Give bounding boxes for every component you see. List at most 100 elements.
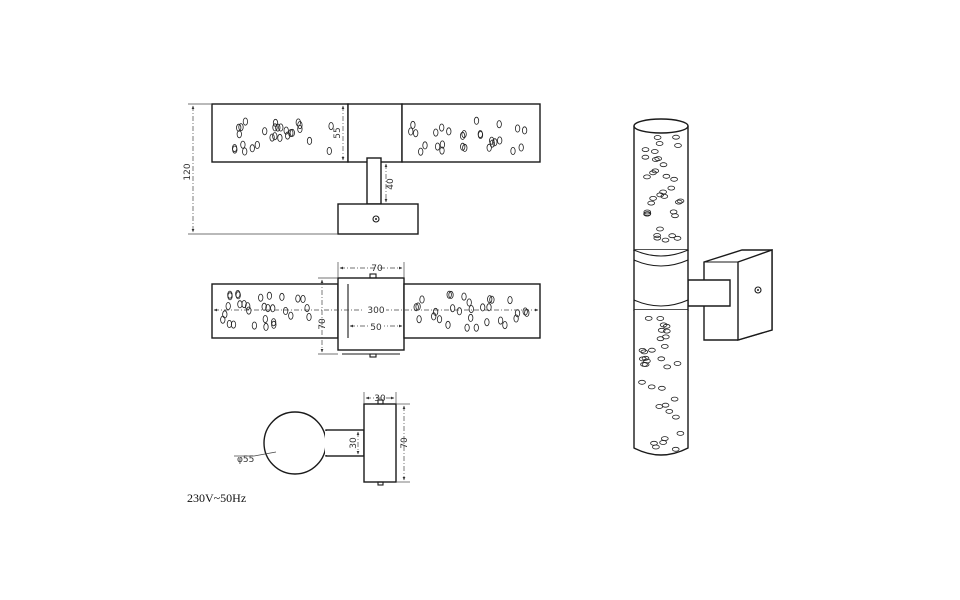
perforation-hole	[277, 133, 283, 142]
perforation-hole	[667, 185, 676, 191]
perforation-hole	[656, 226, 664, 232]
side-view: 30 30 70 φ55	[234, 392, 410, 486]
perspective-perforation-pattern	[638, 134, 685, 452]
perforation-hole	[502, 321, 508, 330]
perforation-hole	[326, 146, 332, 155]
perforation-hole	[651, 157, 660, 162]
perforation-hole	[271, 320, 277, 329]
perspective-arm	[687, 279, 731, 307]
perforation-hole	[300, 294, 306, 303]
perforation-hole	[227, 292, 233, 301]
perforation-hole	[650, 149, 659, 154]
perforation-hole	[265, 304, 271, 313]
perforation-hole	[328, 122, 334, 131]
perforation-hole	[507, 296, 513, 305]
perspective-upper-tube	[633, 126, 689, 251]
perforation-hole	[408, 127, 414, 136]
perforation-hole	[657, 356, 666, 362]
perforation-hole	[464, 323, 470, 332]
side-tube-circle	[263, 411, 327, 475]
perforation-hole	[240, 140, 246, 149]
side-wall-bracket	[363, 403, 397, 483]
perforation-hole	[513, 314, 519, 323]
perforation-hole	[466, 298, 472, 307]
perforation-hole	[238, 123, 244, 132]
dim-bracket-height-top: 70	[318, 318, 328, 330]
perforation-hole	[653, 135, 662, 140]
perforation-hole	[439, 140, 445, 149]
perforation-hole	[297, 125, 303, 134]
perforation-hole	[638, 379, 646, 385]
perforation-hole	[510, 146, 516, 155]
dim-height-total: 120	[183, 163, 193, 180]
perforation-hole	[446, 127, 452, 136]
perforation-hole	[668, 233, 676, 239]
perforation-hole	[654, 156, 662, 162]
perforation-hole	[657, 327, 666, 333]
perforation-hole	[295, 294, 301, 303]
perforation-hole	[232, 145, 238, 154]
perforation-hole	[644, 315, 653, 321]
perforation-hole	[497, 316, 504, 325]
perforation-hole	[672, 414, 680, 420]
perforation-hole	[672, 134, 680, 140]
perforation-hole	[651, 168, 660, 174]
perforation-hole	[278, 123, 284, 132]
perforation-hole	[272, 118, 279, 127]
perforation-hole	[433, 128, 439, 137]
perforation-hole	[647, 200, 655, 206]
perforation-hole	[419, 295, 425, 304]
perforation-hole	[659, 189, 667, 195]
perforation-hole	[673, 235, 682, 241]
dim-bracket-width: 70	[371, 264, 383, 274]
perforation-hole	[439, 146, 445, 155]
front-left-tube	[211, 103, 349, 163]
perforation-hole	[659, 162, 668, 168]
perforation-hole	[436, 315, 443, 324]
perforation-hole	[650, 440, 658, 446]
perforation-hole	[249, 144, 255, 153]
perforation-hole	[647, 384, 656, 390]
perforation-hole	[416, 315, 422, 324]
perforation-hole	[643, 174, 651, 180]
perforation-hole	[262, 127, 268, 136]
perforation-hole	[410, 120, 416, 129]
dim-tube-diameter-side: φ55	[237, 455, 254, 465]
perforation-hole	[422, 141, 428, 150]
perforation-hole	[492, 138, 498, 147]
perforation-hole	[236, 123, 242, 132]
perforation-hole	[676, 430, 685, 436]
perforation-hole	[655, 404, 664, 409]
perforation-hole	[522, 307, 528, 316]
perforation-hole	[497, 136, 503, 145]
perforation-hole	[489, 139, 495, 148]
top-view: 70 300 50 70	[211, 262, 541, 358]
perforation-hole	[518, 143, 524, 152]
perforation-hole	[665, 408, 674, 414]
perforation-hole	[673, 361, 682, 366]
perforation-hole	[306, 136, 313, 145]
perforation-hole	[643, 358, 651, 364]
perforation-hole	[448, 290, 454, 299]
perforation-hole	[674, 143, 682, 148]
perforation-hole	[662, 328, 671, 334]
perforation-hole	[459, 131, 466, 140]
perforation-hole	[242, 117, 248, 126]
perspective-screw-icon	[754, 286, 762, 294]
perforation-hole	[413, 129, 419, 138]
perforation-hole	[649, 195, 657, 201]
dim-tube-diameter-front: 55	[333, 127, 343, 138]
dim-side-arm-height: 30	[349, 437, 359, 449]
perforation-hole	[445, 320, 451, 329]
perforation-hole	[284, 131, 291, 140]
perforation-hole	[258, 293, 264, 302]
perforation-hole	[461, 292, 467, 301]
perforation-hole	[489, 295, 495, 304]
perforation-hole	[661, 334, 670, 340]
perforation-hole	[262, 315, 268, 324]
perforation-hole	[254, 140, 260, 149]
perforation-hole	[676, 198, 685, 204]
perforation-hole	[655, 141, 664, 146]
perforation-hole	[643, 209, 652, 215]
